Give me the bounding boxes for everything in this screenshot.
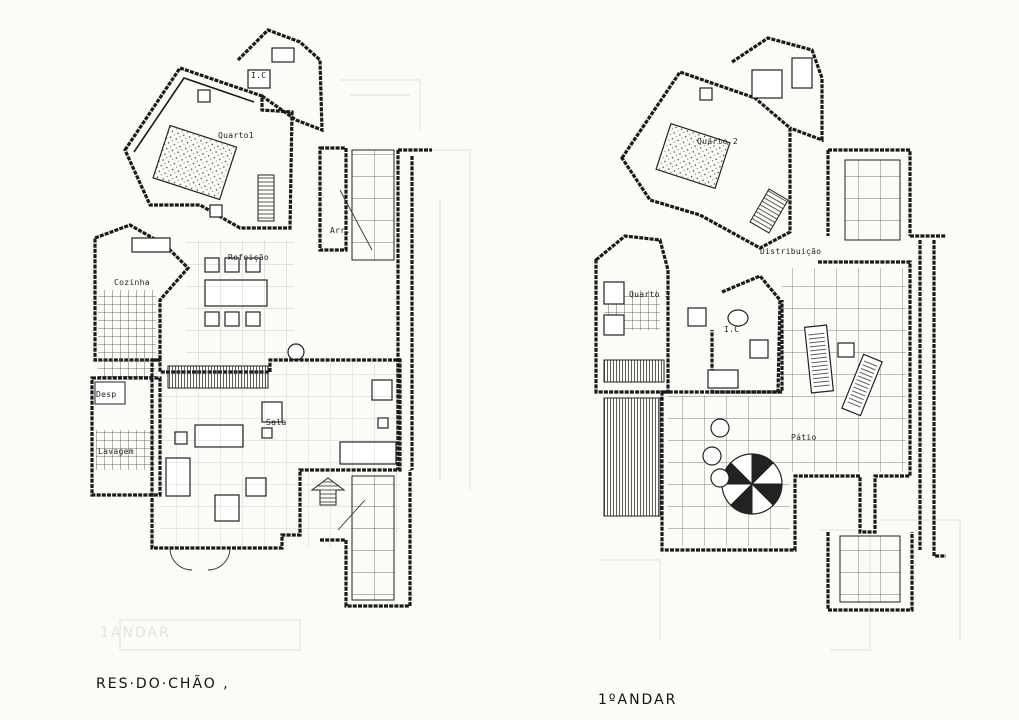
label-desp: Desp (96, 390, 116, 399)
label-patio: Pátio (791, 433, 817, 442)
ground-floor-labels: I.C Quarto1 Arr. Refeição Cozinha Desp S… (96, 71, 350, 456)
label-quarto1: Quarto1 (218, 131, 254, 140)
first-floor-title: 1ºANDAR (598, 692, 678, 708)
label-cozinha: Cozinha (114, 278, 150, 287)
label-quarto3: Quarto 3 (629, 290, 670, 299)
label-distribuicao: Distribuição (760, 247, 821, 256)
label-ic-first: I.C (724, 325, 739, 334)
label-sala: Sala (266, 418, 286, 427)
ghost-floor-label: 1ANDAR (100, 625, 171, 641)
label-arr: Arr. (330, 226, 350, 235)
first-floor-labels: Quarto 2 Distribuição Quarto 3 I.C Pátio (629, 137, 821, 442)
ground-floor-plan (90, 28, 432, 608)
ghost-lines (119, 79, 961, 651)
label-quarto2: Quarto 2 (697, 137, 738, 146)
first-floor-plan (594, 36, 946, 612)
label-ic-ground: I.C (251, 71, 266, 80)
ground-floor-title: RES·DO·CHÃO , (96, 676, 230, 692)
label-refeicao: Refeição (228, 253, 269, 262)
label-lavagem: Lavagem (98, 447, 134, 456)
